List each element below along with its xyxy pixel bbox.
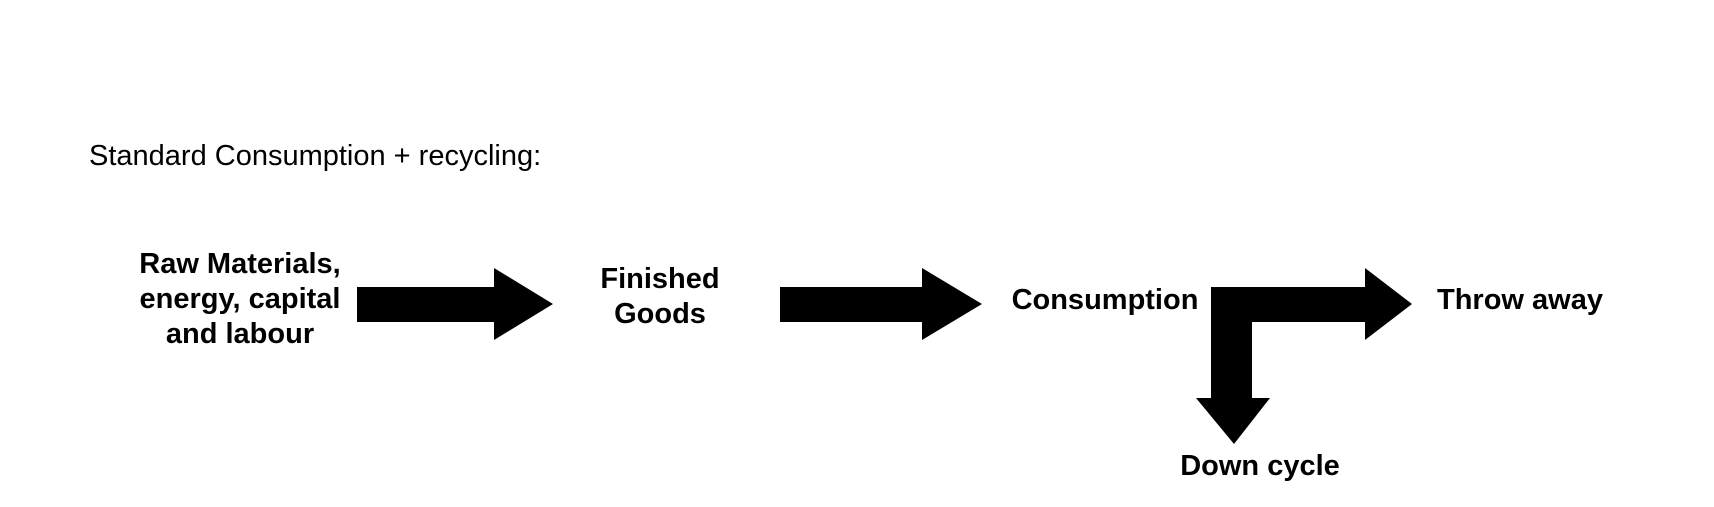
arrow-raw-to-finished (357, 268, 553, 340)
diagram-heading: Standard Consumption + recycling: (89, 140, 542, 172)
node-down-cycle: Down cycle (1180, 450, 1340, 482)
node-finished-goods-line-1: Finished (600, 263, 720, 295)
arrow-consumption-to-throw-away (1196, 268, 1412, 444)
node-raw-materials-line-2: energy, capital (139, 283, 341, 315)
node-raw-materials-line-1: Raw Materials, (139, 248, 341, 280)
arrow-finished-to-consumption (780, 268, 982, 340)
node-throw-away: Throw away (1437, 284, 1603, 316)
node-raw-materials: Raw Materials, energy, capital and labou… (100, 247, 380, 352)
node-consumption: Consumption (1011, 284, 1199, 316)
node-finished-goods-line-2: Goods (614, 298, 706, 330)
node-raw-materials-line-3: and labour (165, 318, 315, 350)
node-finished-goods: Finished Goods (560, 262, 760, 332)
